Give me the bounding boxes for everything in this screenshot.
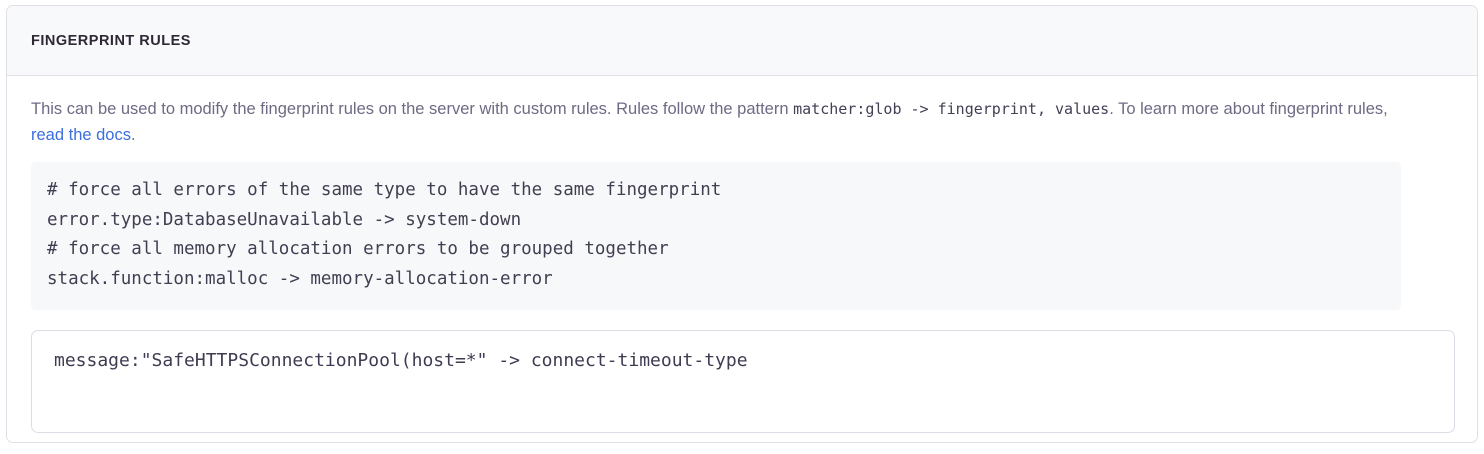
description-after-link: . (130, 126, 136, 144)
panel-header: FINGERPRINT RULES (7, 6, 1477, 76)
example-rules-code-block: # force all errors of the same type to h… (31, 162, 1401, 310)
description-before-code: This can be used to modify the fingerpri… (31, 100, 794, 118)
description-after-code: . To learn more about fingerprint rules, (1109, 100, 1388, 118)
page-title: FINGERPRINT RULES (31, 32, 191, 49)
fingerprint-rules-input[interactable] (31, 330, 1455, 433)
description-text: This can be used to modify the fingerpri… (31, 96, 1391, 148)
fingerprint-rules-panel: FINGERPRINT RULES This can be used to mo… (6, 5, 1478, 443)
read-the-docs-link[interactable]: read the docs (31, 126, 131, 144)
inline-code-pattern: matcher:glob -> fingerprint, values (793, 100, 1110, 118)
panel-body: This can be used to modify the fingerpri… (7, 76, 1477, 433)
